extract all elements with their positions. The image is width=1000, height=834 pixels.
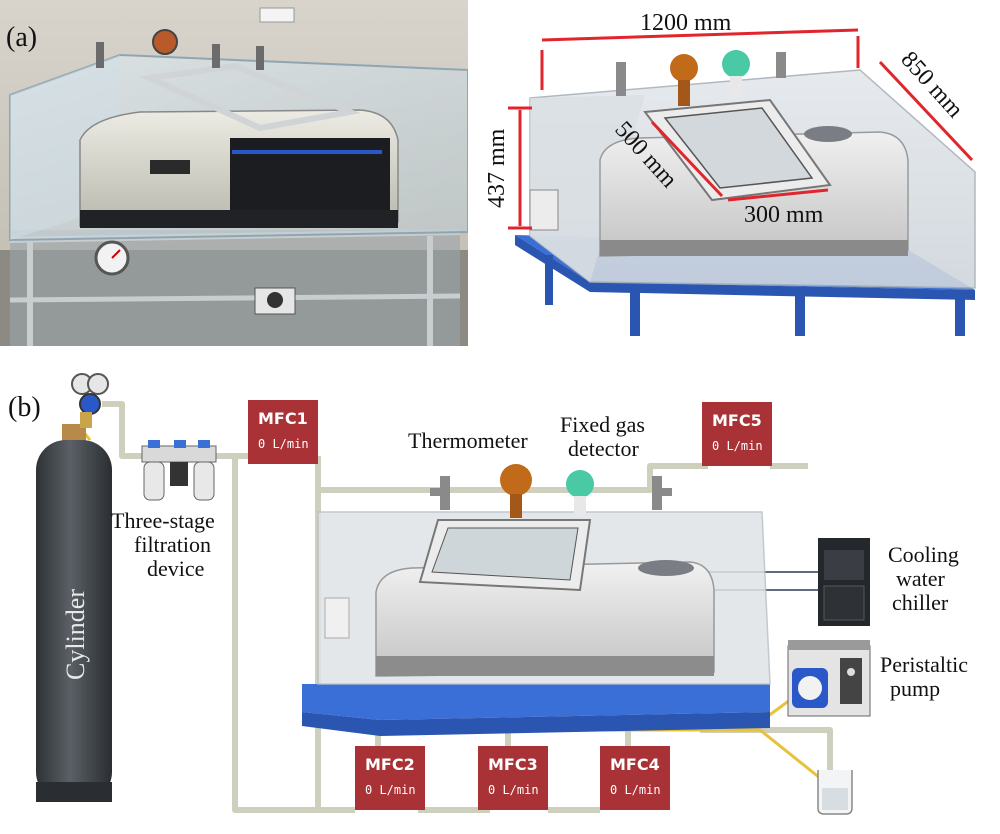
panel-a-label: (a) (6, 22, 38, 53)
sensor-fittings (616, 50, 786, 106)
thermometer-label: Thermometer (408, 428, 528, 453)
cylinder-label: Cylinder (61, 589, 90, 680)
mfc-2-name: MFC2 (365, 755, 415, 774)
sensors (430, 464, 672, 518)
gas-cylinder: Cylinder (36, 373, 112, 802)
chiller-label-line1: Cooling (888, 542, 959, 567)
mfc-1-name: MFC1 (258, 409, 308, 428)
mfc-4-name: MFC4 (610, 755, 660, 774)
mfc-3-value: 0 L/min (488, 783, 539, 797)
mfc-1: MFC1 0 L/min (248, 400, 318, 464)
gas-detector-label-line2: detector (568, 436, 640, 461)
gas-system-diagram: Cylinder Three-stage filtration device (36, 373, 968, 815)
dimension-lines (508, 28, 974, 230)
dim-width-label: 1200 mm (640, 10, 732, 36)
glovebox-photo (0, 0, 468, 346)
mfc-3-name: MFC3 (488, 755, 538, 774)
dim-height-label: 437 mm (484, 128, 510, 208)
gas-detector-label-line1: Fixed gas (560, 412, 645, 437)
filtration-device (141, 440, 217, 501)
mfc-4: MFC4 0 L/min (600, 746, 670, 810)
pump-label-line2: pump (890, 676, 940, 701)
panel-b-label: (b) (8, 392, 41, 423)
peristaltic-pump (787, 640, 871, 717)
filtration-label-line1: Three-stage (111, 508, 215, 533)
mfc-5-value: 0 L/min (712, 439, 763, 453)
gas-detector-icon (566, 470, 594, 498)
mfc-3: MFC3 0 L/min (478, 746, 548, 810)
chiller-label-line3: chiller (892, 590, 949, 615)
dimensioned-glovebox-render: 1200 mm 850 mm 437 mm 500 mm 300 mm (484, 10, 976, 336)
mfc-5: MFC5 0 L/min (702, 402, 772, 466)
spectrometer-instrument (599, 98, 909, 257)
filtration-label-line3: device (147, 556, 204, 581)
mfc-1-value: 0 L/min (258, 437, 309, 451)
filtration-label-line2: filtration (134, 532, 211, 557)
mfc-5-name: MFC5 (712, 411, 762, 430)
mfc-2-value: 0 L/min (365, 783, 416, 797)
collection-beaker (817, 770, 853, 815)
photo-illustration (0, 0, 468, 346)
glovebox-render (302, 511, 771, 736)
thermometer-icon (500, 464, 532, 496)
chiller-unit (818, 538, 870, 626)
mfc-4-value: 0 L/min (610, 783, 661, 797)
dim-window-short-label: 300 mm (744, 202, 824, 228)
pump-label-line1: Peristaltic (880, 652, 968, 677)
chiller-label-line2: water (896, 566, 946, 591)
side-port (529, 189, 559, 231)
mfc-2: MFC2 0 L/min (355, 746, 425, 810)
